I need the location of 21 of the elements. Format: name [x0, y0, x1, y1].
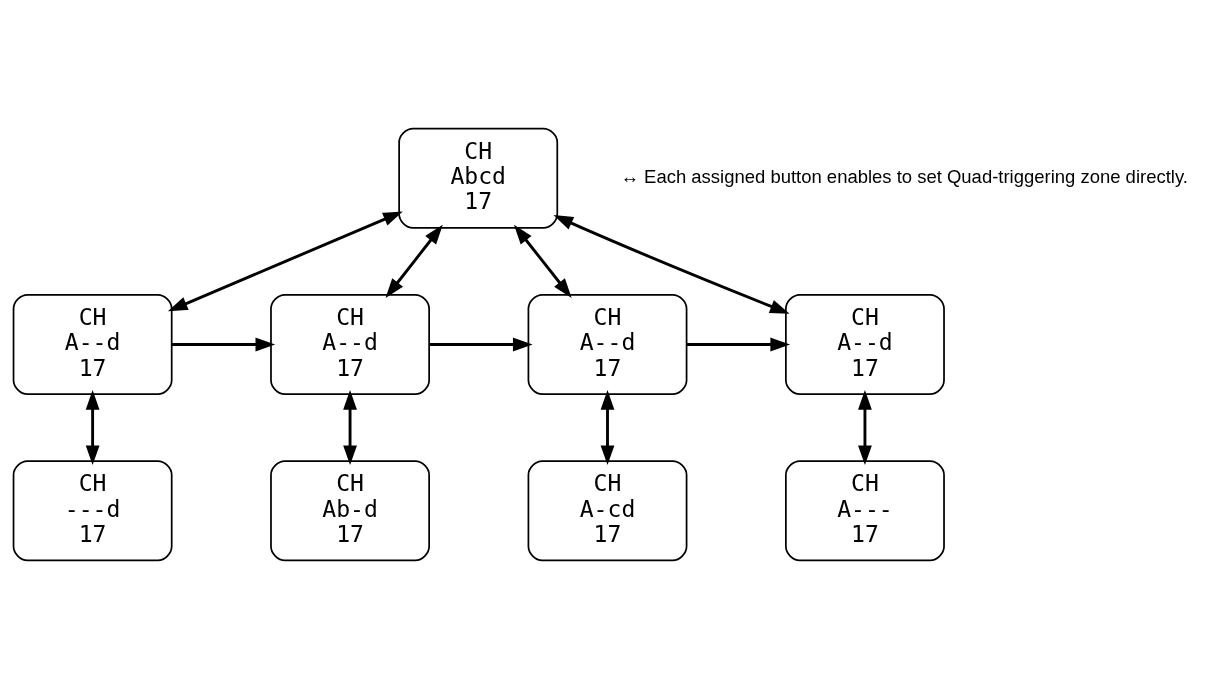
arrow	[686, 337, 791, 352]
arrow	[513, 224, 572, 298]
arrow	[553, 215, 790, 314]
arrow	[167, 211, 403, 312]
node-box: CH A--- 17	[785, 460, 945, 562]
label: ↔ Each assigned button enables to set Quad-triggering zone directly.	[620, 165, 1188, 187]
arrow	[85, 390, 100, 466]
node-box: CH Ab-d 17	[270, 460, 430, 562]
node-box: CH ---d 17	[12, 460, 173, 562]
node-box: CH A--d 17	[527, 294, 688, 395]
arrow	[429, 337, 533, 352]
node-box: CH A--d 17	[270, 294, 430, 395]
node-box: CH A-cd 17	[527, 460, 688, 562]
node-box: CH A--d 17	[785, 294, 945, 395]
arrow	[343, 390, 357, 466]
arrow	[385, 224, 443, 298]
arrow	[600, 390, 615, 466]
arrow	[172, 337, 276, 352]
node-box: CH A--d 17	[12, 294, 173, 395]
arrow	[858, 390, 872, 466]
node-box: CH Abcd 17	[398, 127, 559, 229]
